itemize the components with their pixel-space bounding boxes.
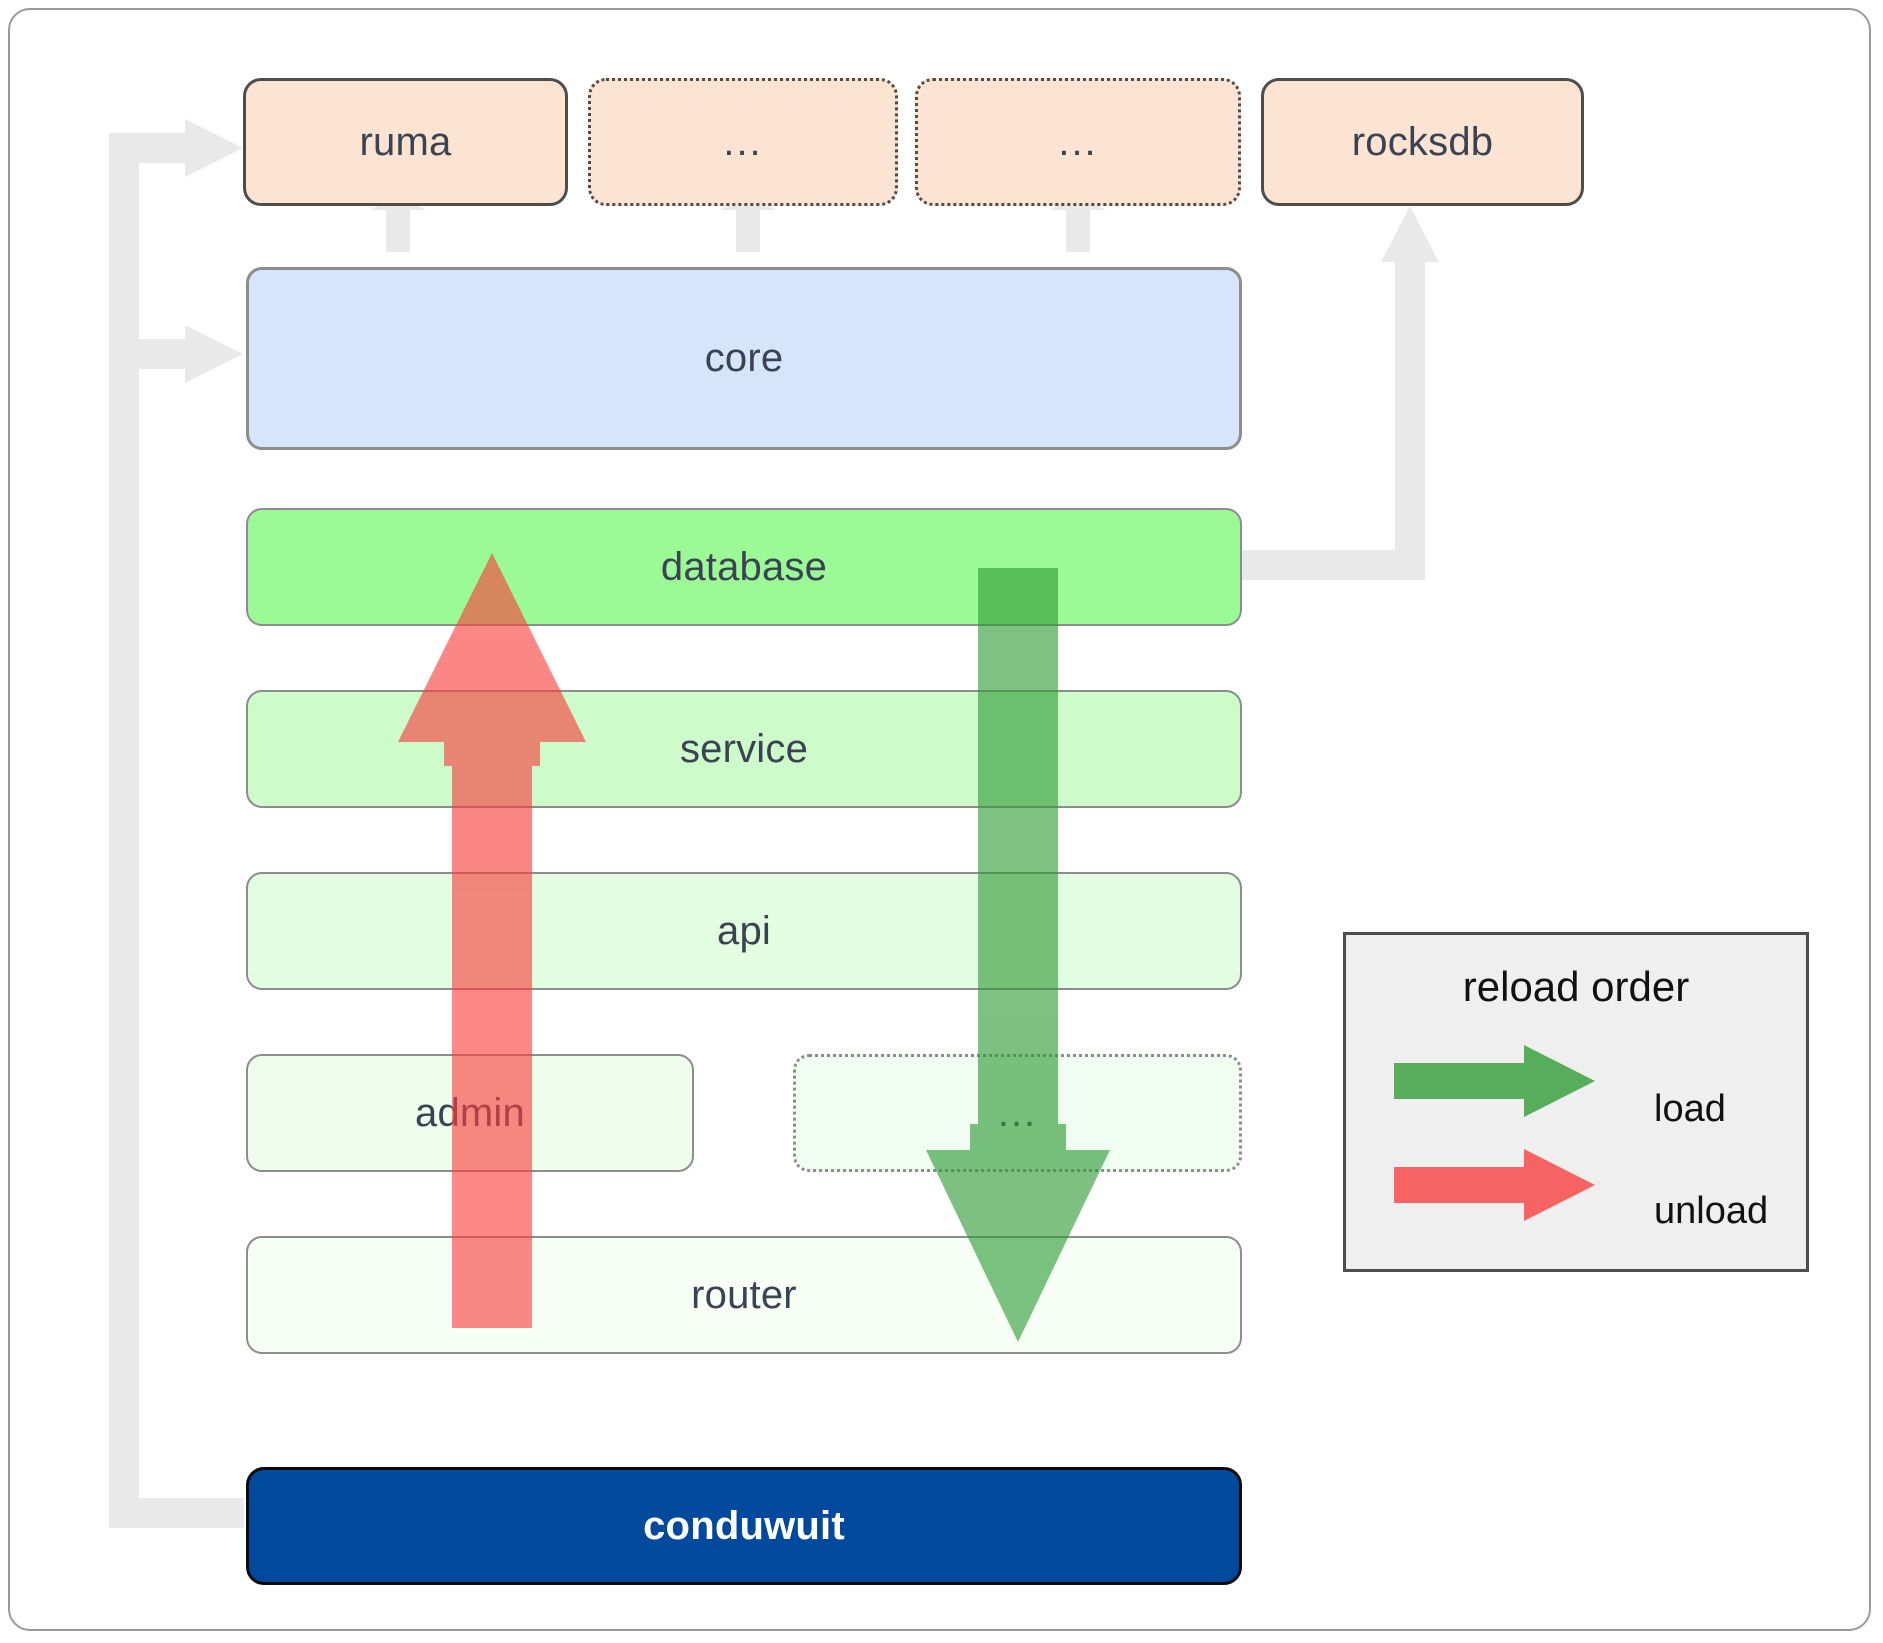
legend-label-unload: unload <box>1654 1190 1769 1232</box>
layer-label-placeholder: ... <box>997 1091 1038 1135</box>
layer-box-router[interactable]: router <box>246 1236 1242 1354</box>
layer-label-service: service <box>679 726 809 771</box>
legend-label-load: load <box>1654 1088 1726 1130</box>
dependency-label-rocksdb: rocksdb <box>1351 119 1494 164</box>
layer-box-service[interactable]: service <box>246 690 1242 808</box>
dependency-label-placeholder-2: ... <box>1058 120 1098 164</box>
legend-panel: reload order load unload <box>1343 932 1809 1272</box>
layer-label-database: database <box>660 544 828 589</box>
dependency-label-placeholder-1: ... <box>723 120 763 164</box>
layer-label-api: api <box>717 908 771 953</box>
dependency-box-rocksdb[interactable]: rocksdb <box>1261 78 1584 206</box>
dependency-box-placeholder-1[interactable]: ... <box>588 78 898 206</box>
layer-label-router: router <box>691 1272 797 1317</box>
core-box[interactable]: core <box>246 267 1242 450</box>
layer-label-admin: admin <box>415 1090 525 1135</box>
root-label-conduwuit: conduwuit <box>643 1503 845 1548</box>
legend-title: reload order <box>1462 963 1690 1010</box>
dependency-box-ruma[interactable]: ruma <box>243 78 568 206</box>
layer-box-admin[interactable]: admin <box>246 1054 694 1172</box>
layer-box-api[interactable]: api <box>246 872 1242 990</box>
core-label: core <box>704 336 784 380</box>
layer-box-placeholder[interactable]: ... <box>793 1054 1242 1172</box>
dependency-box-placeholder-2[interactable]: ... <box>915 78 1241 206</box>
dependency-label-ruma: ruma <box>359 119 452 164</box>
layer-box-database[interactable]: database <box>246 508 1242 626</box>
root-box-conduwuit[interactable]: conduwuit <box>246 1467 1242 1585</box>
